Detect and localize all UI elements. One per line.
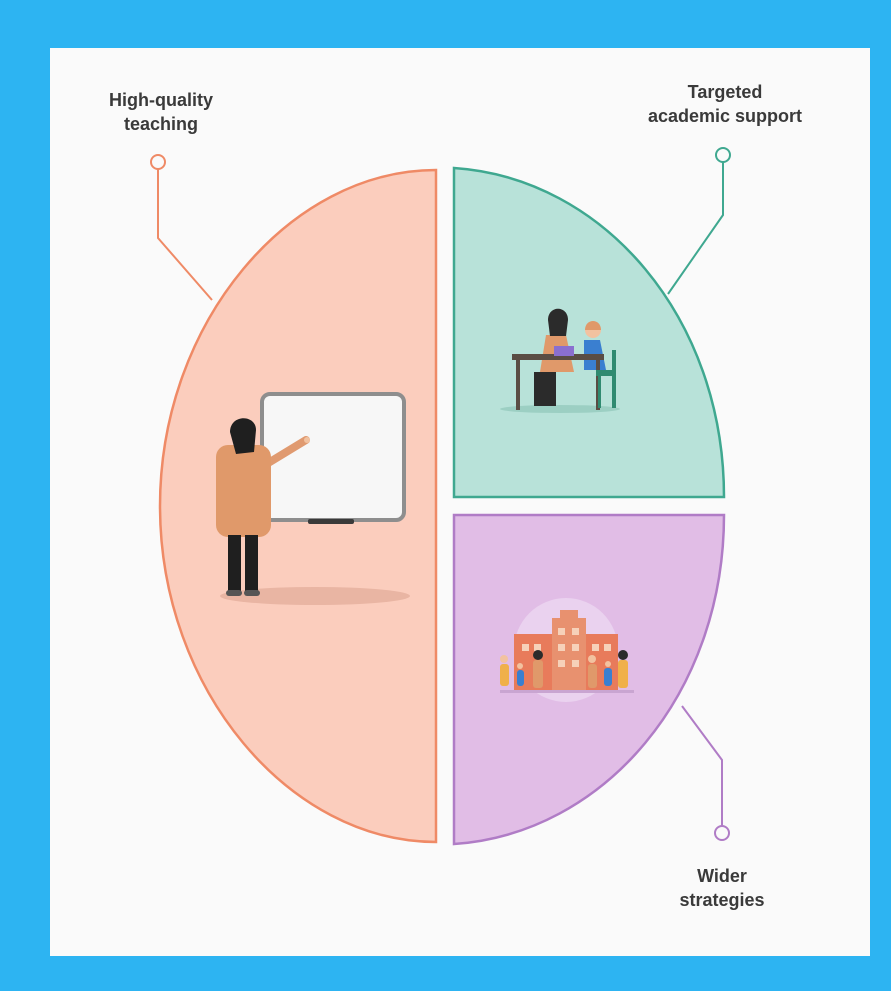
tutor-student-icon <box>500 308 620 413</box>
label-line: academic support <box>647 106 803 126</box>
connector-teaching <box>150 154 213 301</box>
label-targeted-academic-support: Targeted academic support <box>630 80 820 128</box>
label-line: strategies <box>679 890 765 910</box>
connector-academic <box>667 147 731 295</box>
label-line: Targeted <box>687 82 763 102</box>
label-line: Wider <box>697 866 747 886</box>
teacher-whiteboard-icon <box>216 392 410 605</box>
connector-wider <box>681 705 730 841</box>
label-high-quality-teaching: High-quality teaching <box>86 88 236 136</box>
label-line: teaching <box>123 114 198 134</box>
label-wider-strategies: Wider strategies <box>662 864 782 912</box>
label-line: High-quality <box>109 90 213 110</box>
school-community-icon <box>500 598 634 702</box>
